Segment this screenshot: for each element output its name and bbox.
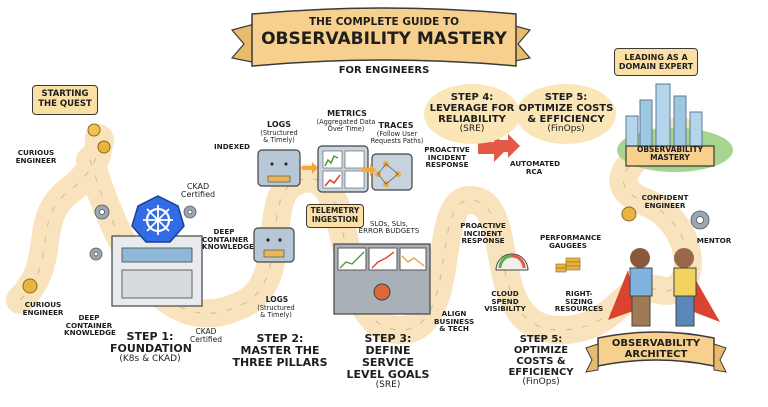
confident-engineer-label: CONFIDENT ENGINEER: [641, 193, 689, 210]
header-line3: FOR ENGINEERS: [338, 65, 430, 76]
step3-title-text: STEP 3: DEFINE SERVICE LEVEL GOALS: [346, 332, 430, 382]
right-sizing-label: RIGHT-SIZING RESOURCES: [554, 289, 604, 314]
sre-control-desk: [333, 243, 431, 315]
arrow-icon: [496, 134, 520, 158]
kubernetes-datacenter: [111, 195, 203, 307]
coin-icon: [22, 278, 38, 294]
indexed-label: INDEXED: [214, 142, 250, 151]
traces-server: [371, 153, 413, 191]
step5-highlight: [516, 84, 616, 144]
metrics-label: METRICS: [327, 109, 367, 118]
hero-engineers: [608, 248, 720, 327]
proactive-incident-label: PROACTIVE INCIDENT RESPONSE: [460, 221, 506, 246]
step4-subtitle: (SRE): [459, 124, 485, 134]
step4-title: STEP 4: LEVERAGE FOR RELIABILITY(SRE): [424, 92, 520, 135]
arrow-icon: [302, 162, 318, 174]
traces-sublabel: (Follow User Requests Paths): [370, 130, 424, 145]
curious-engineer-label: CURIOUS ENGINEER: [22, 300, 64, 317]
badge-icon: [621, 206, 637, 222]
align-business-label: ALIGN BUSINESS & TECH: [434, 309, 475, 334]
deep-container-label: DEEP CONTAINER KNOWLEDGE: [202, 227, 254, 252]
domain-expert-box: LEADING AS A DOMAIN EXPERT: [614, 48, 698, 76]
proactive-incident-label: PROACTIVE INCIDENT RESPONSE: [424, 145, 470, 170]
step4-highlight: [424, 84, 520, 144]
lightbulb-icon: [87, 123, 101, 137]
header-line1: THE COMPLETE GUIDE TO: [308, 16, 460, 28]
automated-rca-label: AUTOMATED RCA: [510, 159, 561, 176]
starting-quest-box: STARTING THE QUEST: [32, 85, 98, 115]
slos-label: SLOs, SLIs, ERROR BUDGETS: [358, 220, 420, 236]
mastery-banner-text: OBSERVABILITY MASTERY: [636, 145, 704, 162]
cloud-spend-label: CLOUD SPEND VISIBILITY: [484, 289, 526, 314]
deep-container-label: DEEP CONTAINER KNOWLEDGE: [64, 313, 116, 338]
step3-title: STEP 3: DEFINE SERVICE LEVEL GOALS(SRE): [338, 332, 438, 391]
coin-stack-icon: [555, 257, 581, 273]
logs-robot: [253, 227, 295, 263]
ckad-certified-label: CKAD Certified: [189, 327, 223, 344]
step5-bottom-subtitle: (FinOps): [522, 377, 560, 387]
path-dashes: [19, 129, 689, 331]
step4-title-text: STEP 4: LEVERAGE FOR RELIABILITY: [429, 92, 515, 125]
logs-robot-label: LOGS: [265, 295, 289, 304]
performance-gauges-label: PERFORMANCE GAUGEES: [540, 233, 602, 250]
logs-sublabel: (Structured & Timely): [260, 129, 298, 144]
step5-top-title-text: STEP 5: OPTIMIZE COSTS & EFFICIENCY: [518, 92, 614, 125]
ckad-certified-label: CKAD Certified: [180, 182, 216, 200]
metrics-dashboard: [317, 145, 369, 193]
coin-icon: [97, 140, 111, 154]
step1-title-text: STEP 1: FOUNDATION: [110, 330, 192, 356]
title-banner: [230, 7, 532, 67]
telemetry-ingestion-box: TELEMETRY INGESTION: [306, 204, 364, 228]
mastery-banner: [625, 145, 715, 167]
arrow-icon: [362, 164, 376, 176]
step5-top-title: STEP 5: OPTIMIZE COSTS & EFFICIENCY(FinO…: [516, 92, 616, 135]
step1-subtitle: (K8s & CKAD): [119, 354, 181, 365]
step1-title: STEP 1: FOUNDATION(K8s & CKAD): [110, 330, 192, 365]
step2-title: STEP 2: MASTER THE THREE PILLARS: [232, 332, 328, 370]
curious-engineer-label: CURIOUS ENGINEER: [15, 148, 57, 165]
logs-label: LOGS: [267, 120, 291, 129]
step5-bottom-title-text: STEP 5: OPTIMIZE COSTS & EFFICIENCY: [508, 334, 574, 378]
step3-subtitle: (SRE): [375, 380, 401, 391]
traces-label: TRACES: [378, 121, 414, 130]
logs-robot-sublabel: (Structured & Timely): [257, 304, 295, 319]
step5-bottom-title: STEP 5: OPTIMIZE COSTS & EFFICIENCY(FinO…: [486, 334, 596, 388]
cost-gauge-icon: [495, 253, 529, 271]
header-title: OBSERVABILITY MASTERY: [261, 29, 507, 49]
metrics-sublabel: (Aggregated Data Over Time): [316, 118, 376, 133]
step5-top-subtitle: (FinOps): [547, 124, 585, 134]
logs-server: [257, 149, 301, 187]
mentor-label: MENTOR: [696, 236, 732, 245]
architect-banner-text: OBSERVABILITY ARCHITECT: [611, 338, 701, 360]
